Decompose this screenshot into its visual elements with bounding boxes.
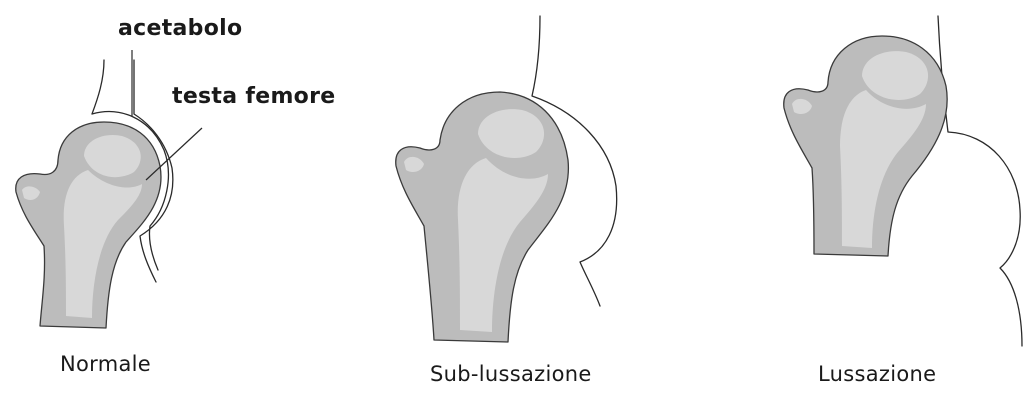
panel-subluxation [396, 16, 617, 342]
label-acetabulum: acetabolo [118, 18, 242, 40]
caption-luxation: Lussazione [818, 364, 936, 385]
caption-subluxation: Sub-lussazione [430, 364, 592, 385]
caption-normal: Normale [60, 354, 151, 375]
panel-luxation [784, 16, 1022, 346]
label-femoral-head: testa femore [172, 86, 335, 108]
acetabulum-outline-luxation [938, 16, 1022, 346]
